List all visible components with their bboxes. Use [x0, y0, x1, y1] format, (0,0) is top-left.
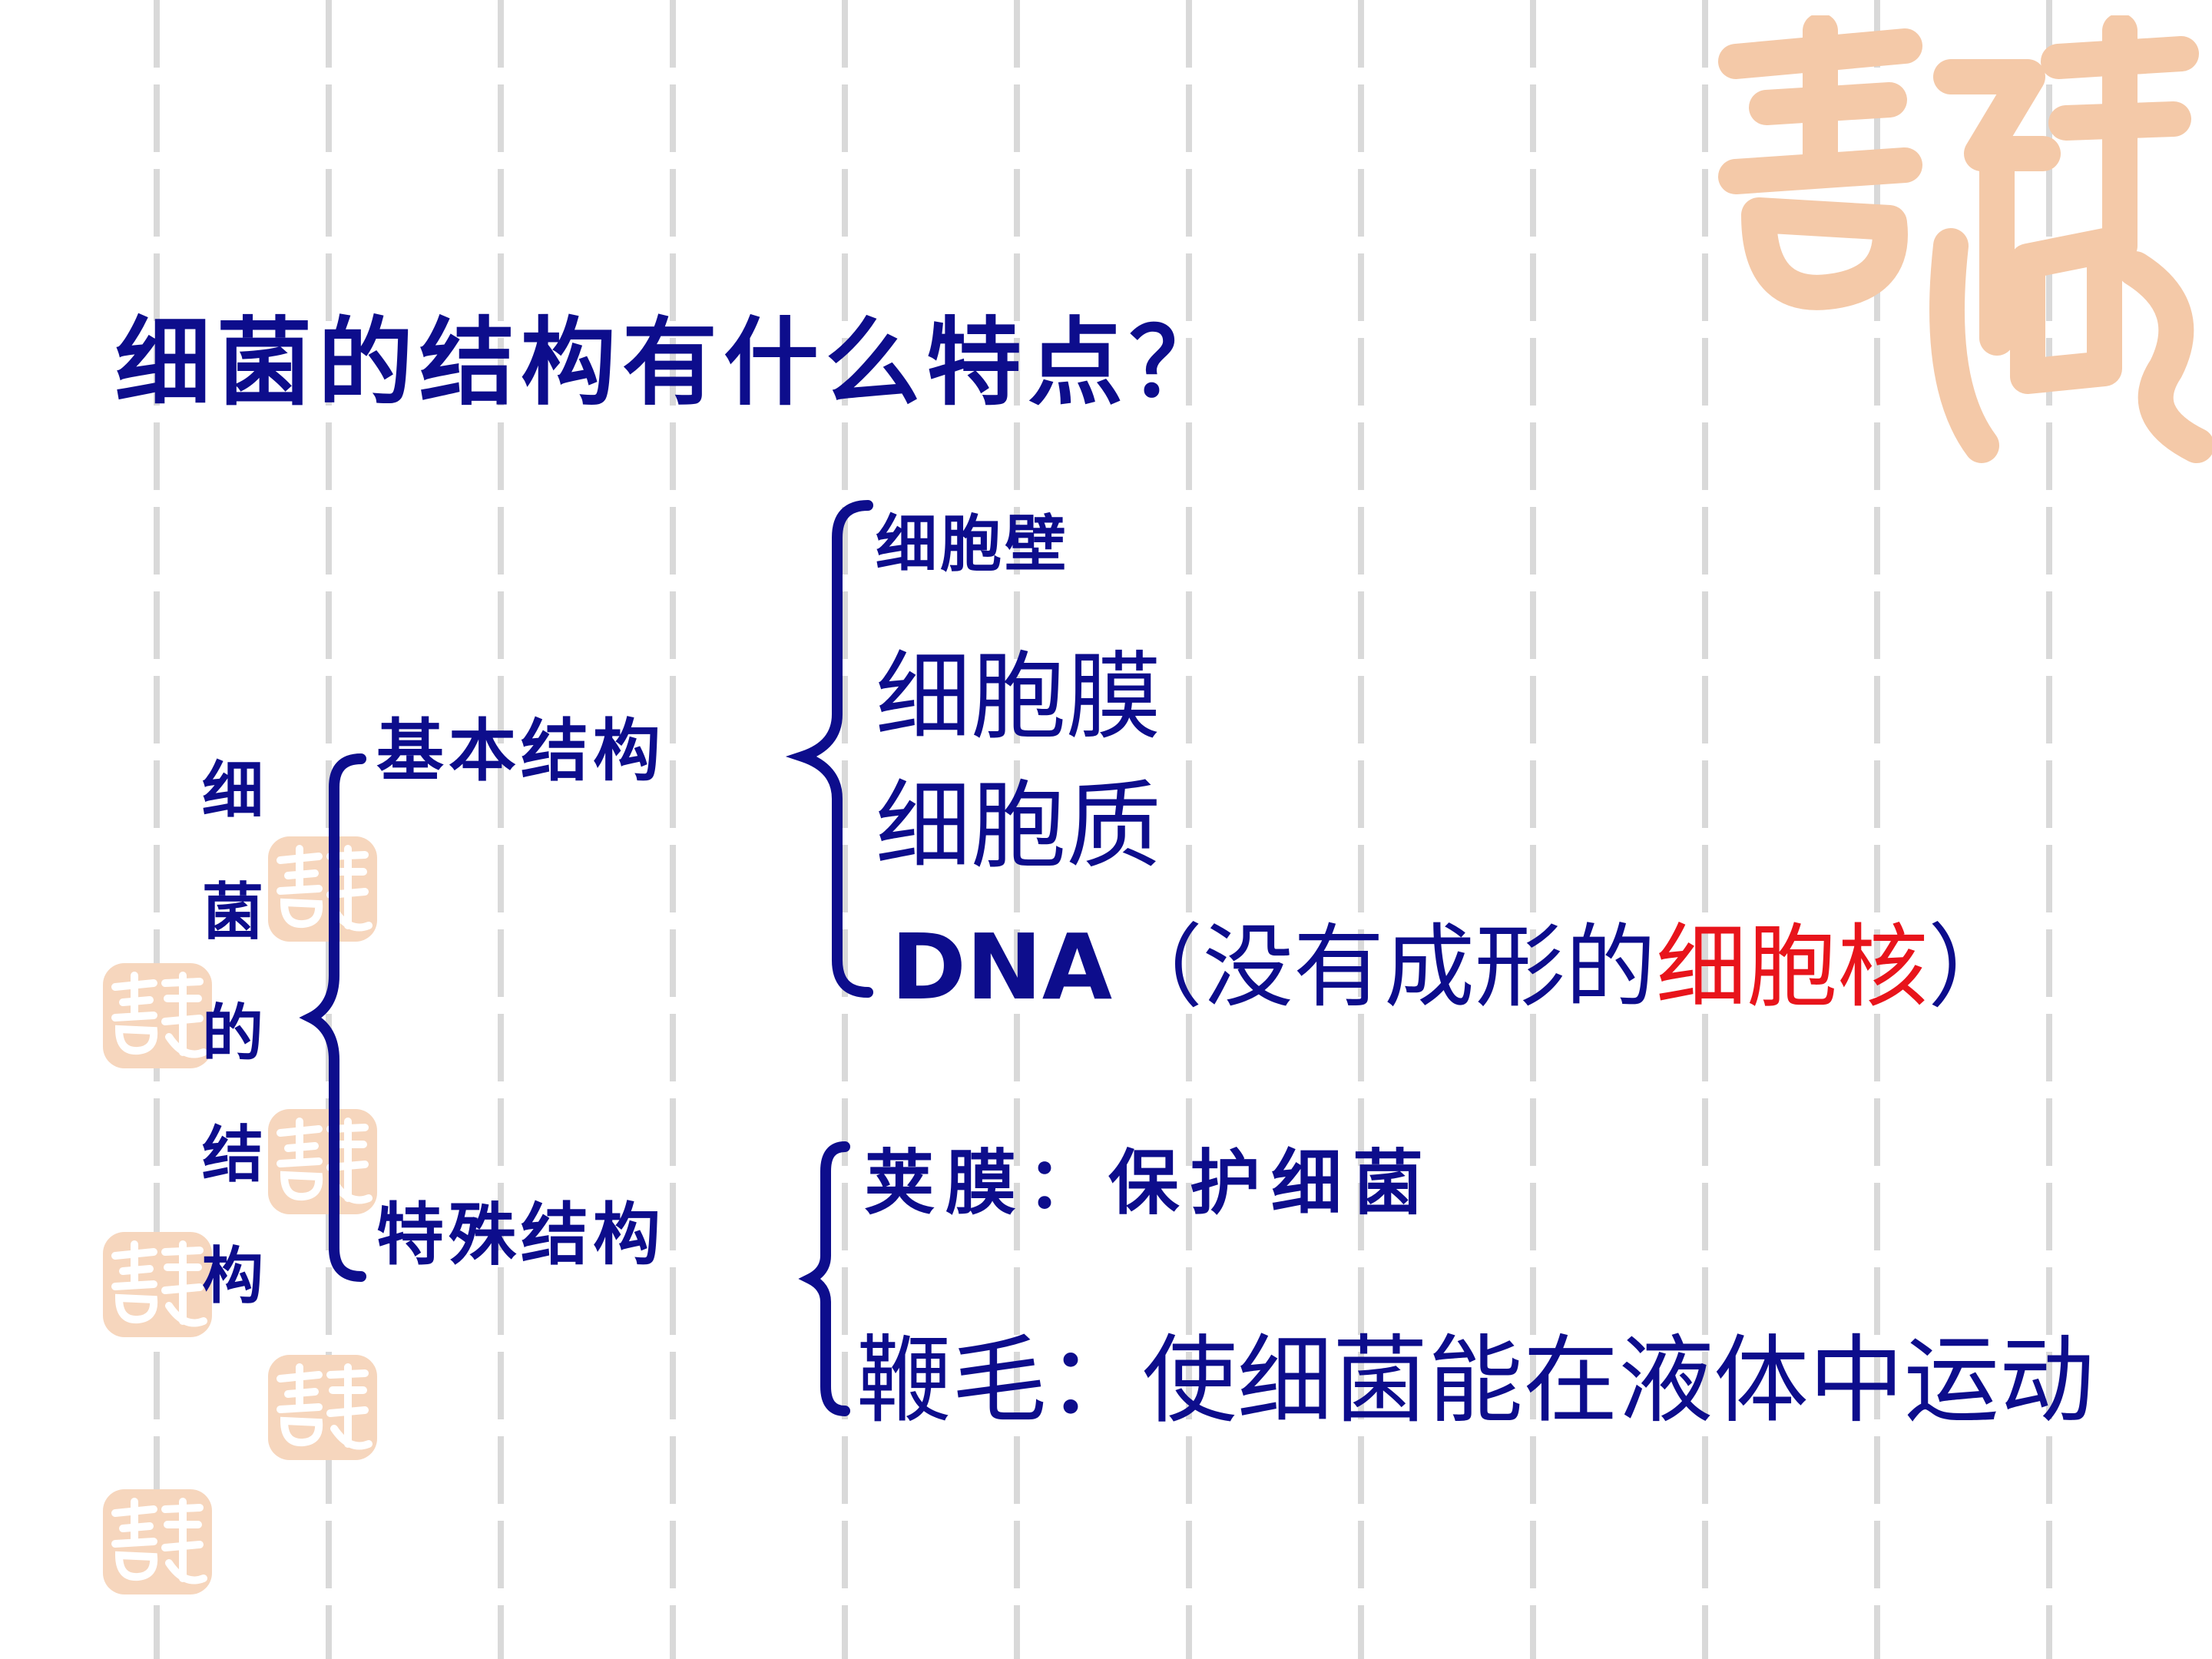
basic-structure-brace — [785, 500, 873, 998]
main-label-char: 构 — [202, 1240, 263, 1312]
decorative-seal-small — [268, 836, 377, 942]
main-label-char: 的 — [202, 998, 263, 1069]
nucleus-highlight: 细胞核 — [1656, 914, 1929, 1020]
main-label-char: 菌 — [202, 876, 263, 948]
dna-close-paren: ） — [1928, 914, 2019, 1020]
item-cytoplasm: 细胞质 — [876, 771, 1162, 882]
item-cell-wall: 细胞壁 — [876, 508, 1069, 580]
decorative-seal-small — [103, 1489, 212, 1594]
decorative-seal-small — [268, 1109, 377, 1214]
main-label-char: 结 — [202, 1119, 263, 1190]
item-dna: DNA（没有成形的细胞核） — [891, 917, 2018, 1018]
basic-structure-label: 基本结构 — [376, 711, 666, 790]
special-structure-brace — [798, 1141, 850, 1416]
dna-note: 没有成形的 — [1203, 914, 1657, 1020]
slide-title: 细菌的结构有什么特点？ — [115, 308, 1231, 419]
dna-label: DNA — [891, 914, 1113, 1020]
decorative-seal-small — [103, 963, 212, 1068]
main-brace — [299, 753, 366, 1282]
decorative-seal-small — [103, 1232, 212, 1337]
dna-open-paren: （ — [1112, 914, 1204, 1020]
item-flagella: 鞭毛：使细菌能在液体中运动 — [856, 1326, 2095, 1436]
special-structure-label: 特殊结构 — [376, 1195, 666, 1274]
item-capsule: 荚膜：保护细菌 — [864, 1142, 1435, 1224]
main-label-char: 细 — [202, 755, 263, 826]
decorative-seal-large — [1718, 15, 2212, 463]
item-cell-membrane: 细胞膜 — [876, 642, 1162, 753]
decorative-seal-small — [268, 1355, 377, 1460]
main-label-vertical: 细 菌 的 结 构 — [190, 760, 275, 1307]
